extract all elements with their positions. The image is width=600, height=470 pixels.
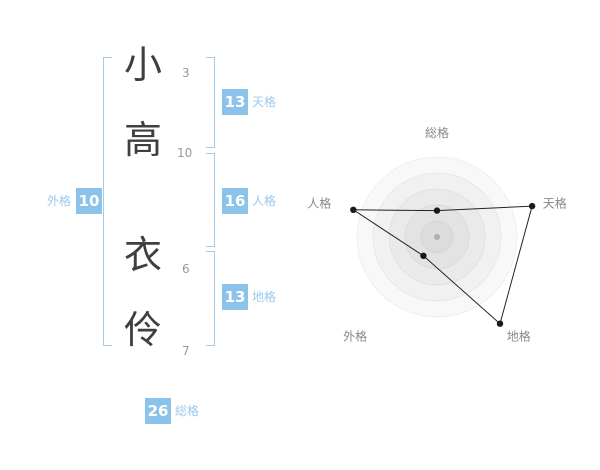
chikaku-label: 地格 — [252, 290, 277, 304]
gaikaku-bracket — [103, 57, 112, 346]
name-character-3: 衣 — [123, 233, 162, 277]
jinkaku-label: 人格 — [252, 194, 277, 208]
tenkaku-label: 天格 — [252, 95, 277, 109]
name-character-2: 高 — [123, 118, 162, 162]
tenkaku-bracket — [206, 57, 215, 148]
radar-grid-ring — [420, 220, 454, 254]
radar-data-point — [433, 207, 441, 214]
gaikaku-value-badge: 10 — [76, 188, 102, 214]
radar-axis-label: 天格 — [543, 196, 567, 211]
radar-grid-ring — [388, 188, 486, 286]
radar-data-point — [528, 202, 536, 210]
stroke-count-3: 6 — [182, 262, 190, 276]
radar-axis-label: 外格 — [343, 329, 367, 344]
radar-axis-label: 地格 — [507, 329, 531, 344]
radar-data-point — [420, 252, 427, 259]
radar-grid-ring — [404, 204, 470, 270]
chikaku-value-badge: 13 — [222, 284, 248, 310]
jinkaku-bracket — [206, 153, 215, 247]
radar-center-dot — [434, 234, 440, 240]
name-character-4: 伶 — [123, 308, 162, 352]
chikaku-bracket — [206, 251, 215, 346]
stroke-count-1: 3 — [182, 66, 190, 80]
gaikaku-label: 外格 — [47, 194, 72, 208]
tenkaku-value-badge: 13 — [222, 89, 248, 115]
radar-grid-ring — [372, 172, 502, 302]
radar-axis-label: 総格 — [425, 125, 449, 140]
soukaku-value-badge: 26 — [145, 398, 171, 424]
radar-data-point — [350, 206, 357, 213]
soukaku-label: 総格 — [175, 404, 200, 418]
radar-data-point — [496, 320, 504, 327]
jinkaku-value-badge: 16 — [222, 188, 248, 214]
stroke-count-2: 10 — [177, 146, 193, 160]
radar-polygon — [351, 205, 533, 325]
stroke-count-4: 7 — [182, 344, 190, 358]
radar-axis-label: 人格 — [307, 196, 331, 211]
name-character-1: 小 — [123, 43, 162, 87]
radar-grid-ring — [356, 156, 518, 318]
